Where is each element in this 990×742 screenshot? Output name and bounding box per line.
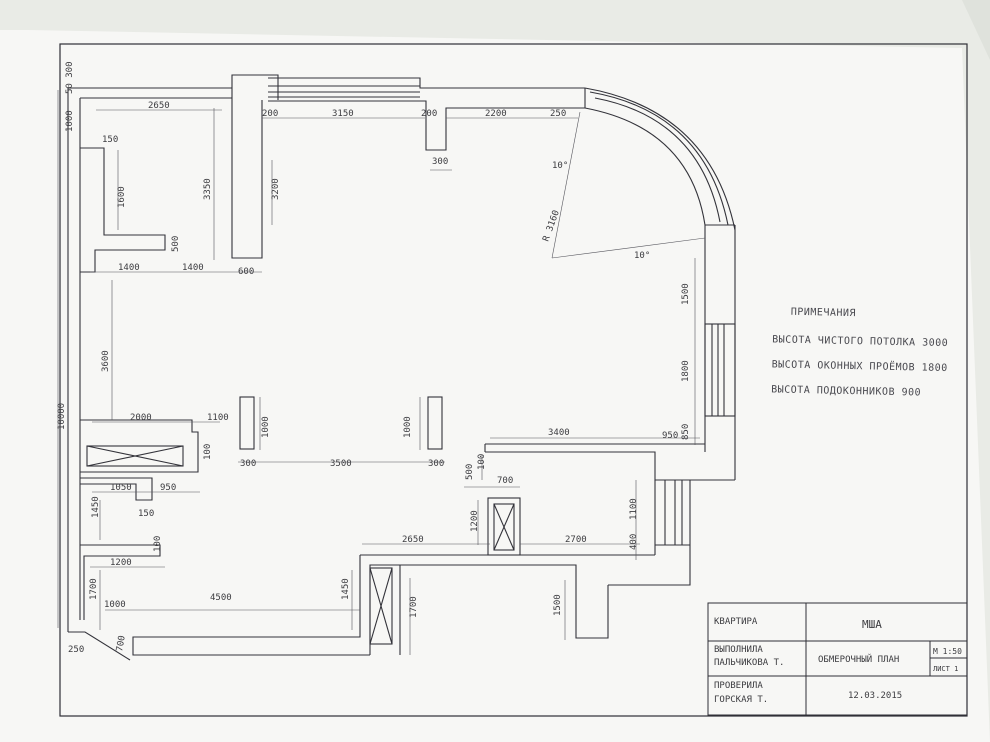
notes-line-3: ВЫСОТА ПОДОКОННИКОВ 900: [771, 384, 921, 398]
dim-left-vert-500: 500: [171, 236, 181, 252]
dim-right-vert-1800: 1800: [681, 360, 691, 382]
dim-left-vert-5030: 50 300: [65, 61, 75, 94]
dim-left-vert-1600: 1600: [117, 186, 127, 208]
notes-heading: ПРИМЕЧАНИЯ: [791, 307, 856, 319]
dim-row-1050: 1050: [110, 483, 132, 493]
dim-row-950: 950: [160, 483, 176, 493]
dim-vert-1450-left: 1450: [91, 496, 101, 518]
dim-left-vert-3350: 3350: [203, 178, 213, 200]
walls: [67, 74, 736, 661]
tb-checked-by: ПРОВЕРИЛА: [714, 681, 763, 691]
dim-vert-1700-left: 1700: [89, 578, 99, 600]
tb-checker-name: ГОРСКАЯ Т.: [714, 695, 768, 705]
dim-left-vert-1000: 1000: [65, 110, 75, 132]
drawing-frame: [59, 43, 968, 717]
dim-top-right-small: 250: [550, 109, 566, 119]
dim-top-mid-width: 3150: [332, 109, 354, 119]
dim-small-100-left: 100: [203, 444, 213, 460]
dim-top-pier-left: 200: [262, 109, 278, 119]
dim-row-3500: 3500: [330, 459, 352, 469]
paper-shadow: [962, 0, 990, 60]
dim-row-300-b: 300: [428, 459, 444, 469]
dim-corner-250: 250: [68, 645, 84, 655]
dim-vert-500: 500: [465, 464, 475, 480]
dim-pier-300: 300: [432, 157, 448, 167]
notes-line-1: ВЫСОТА ЧИСТОГО ПОТОЛКА 3000: [772, 334, 948, 349]
dim-row-2000: 2000: [130, 413, 152, 423]
tb-scale: М 1:50: [933, 647, 962, 656]
dim-vert-1450-mid: 1450: [341, 578, 351, 600]
dim-row-950-right: 950: [662, 431, 678, 441]
dim-row-1100: 1100: [207, 413, 229, 423]
title-block-text: КВАРТИРА МША ВЫПОЛНИЛА ПАЛЬЧИКОВА Т. ОБМ…: [714, 617, 962, 705]
dim-row-1000-bottom: 1000: [104, 600, 126, 610]
dimension-lines: [57, 90, 706, 655]
tb-performed-by: ВЫПОЛНИЛА: [714, 645, 763, 655]
notes-line-2: ВЫСОТА ОКОННЫХ ПРОЁМОВ 1800: [772, 357, 948, 374]
dim-top-left-width: 2650: [148, 101, 170, 111]
tb-sheet: ЛИСТ 1: [933, 665, 958, 673]
dim-col-1000-a: 1000: [261, 416, 271, 438]
dim-small-100-b: 100: [153, 536, 163, 552]
dim-vert-400: 400: [629, 534, 639, 550]
dim-total-10000: 10000: [57, 403, 67, 430]
dim-small-150: 150: [138, 509, 154, 519]
tb-object-label: КВАРТИРА: [714, 617, 758, 627]
dim-vert-1500-bottom: 1500: [553, 594, 563, 616]
dim-vert-1200: 1200: [470, 510, 480, 532]
dim-top-pier-right: 200: [421, 109, 437, 119]
dim-row-2650-bottom: 2650: [402, 535, 424, 545]
dim-corner-700: 700: [115, 635, 128, 653]
dim-row-4500: 4500: [210, 593, 232, 603]
dim-left-vert-3200: 3200: [271, 178, 281, 200]
dim-right-vert-850: 850: [681, 424, 691, 440]
dim-top-right-width: 2200: [485, 109, 507, 119]
dim-left-vert-150: 150: [102, 135, 118, 145]
tb-date: 12.03.2015: [848, 691, 902, 701]
notes-block: ПРИМЕЧАНИЯ ВЫСОТА ЧИСТОГО ПОТОЛКА 3000 В…: [771, 307, 948, 399]
tb-performer-name: ПАЛЬЧИКОВА Т.: [714, 658, 784, 668]
title-block: [707, 602, 968, 716]
dim-vert-100: 100: [477, 454, 487, 470]
dim-row-300-a: 300: [240, 459, 256, 469]
dim-row-1200-left: 1200: [110, 558, 132, 568]
dim-row-1400-b: 1400: [182, 263, 204, 273]
dim-right-vert-1500: 1500: [681, 283, 691, 305]
dim-angle-top: 10°: [552, 161, 568, 171]
dim-row-3400: 3400: [548, 428, 570, 438]
tb-drawing-title: ОБМЕРОЧНЫЙ ПЛАН: [818, 653, 899, 665]
dim-row-1400-a: 1400: [118, 263, 140, 273]
paper-sheet: [0, 30, 990, 742]
dim-vert-1700-mid: 1700: [409, 596, 419, 618]
dim-row-2700: 2700: [565, 535, 587, 545]
dim-row-700: 700: [497, 476, 513, 486]
tb-school: МША: [862, 618, 882, 631]
dim-col-1000-b: 1000: [403, 416, 413, 438]
dim-angle-bottom: 10°: [634, 251, 650, 261]
dim-left-vert-3600: 3600: [101, 350, 111, 372]
dim-row-600: 600: [238, 267, 254, 277]
dim-vert-1100-right: 1100: [629, 498, 639, 520]
